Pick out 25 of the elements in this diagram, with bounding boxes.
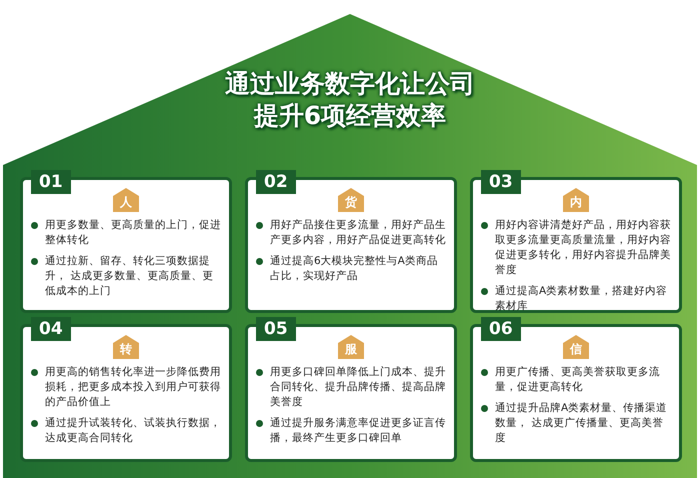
house-badge: 货 xyxy=(338,188,364,212)
number-tab: 01 xyxy=(31,170,71,194)
bullet-text: 用更多口碑回单降低上门成本、提升合同转化、提升品牌传播、提高品牌美誉度 xyxy=(256,365,446,410)
bullet-text: 用好内容讲清楚好产品，用好内容获取更多流量更高质量流量，用好内容促进更多转化，用好内容提升品牌美誉度 xyxy=(481,218,671,278)
bullet-text: 用更多数量、更高质量的上门，促进整体转化 xyxy=(31,218,221,248)
number-tab: 04 xyxy=(31,317,71,341)
number-tab: 05 xyxy=(256,317,296,341)
house-badge: 人 xyxy=(113,188,139,212)
bullet-text: 用更广传播、更高美誉获取更多流量，促进更高转化 xyxy=(481,365,671,395)
house-badge: 转 xyxy=(113,335,139,359)
bullet-text: 通过提高6大模块完整性与A类商品占比，实现好产品 xyxy=(256,254,446,284)
bullet-text: 通过提升试装转化、试装执行数据，达成更高合同转化 xyxy=(31,416,221,446)
bullet-text: 用更高的销售转化率进一步降低费用损耗，把更多成本投入到用户可获得的产品价值上 xyxy=(31,365,221,410)
house-badge: 信 xyxy=(563,335,589,359)
number-tab: 06 xyxy=(481,317,521,341)
bullet-text: 通过提高A类素材数量，搭建好内容素材库 xyxy=(481,284,671,314)
house-badge: 服 xyxy=(338,335,364,359)
bullet-text: 通过提升服务满意率促进更多证言传播，最终产生更多口碑回单 xyxy=(256,416,446,446)
number-tab: 03 xyxy=(481,170,521,194)
number-tab: 02 xyxy=(256,170,296,194)
bullet-text: 用好产品接住更多流量，用好产品生产更多内容，用好产品促进更高转化 xyxy=(256,218,446,248)
bullet-text: 通过拉新、留存、转化三项数据提升， 达成更多数量、更高质量、更低成本的上门 xyxy=(31,254,221,299)
house-badge: 内 xyxy=(563,188,589,212)
title-text: 通过业务数字化让公司提升6项经营效率 xyxy=(224,68,476,132)
bullet-text: 通过提升品牌A类素材量、传播渠道数量， 达成更广传播量、更高美誉度 xyxy=(481,401,671,446)
